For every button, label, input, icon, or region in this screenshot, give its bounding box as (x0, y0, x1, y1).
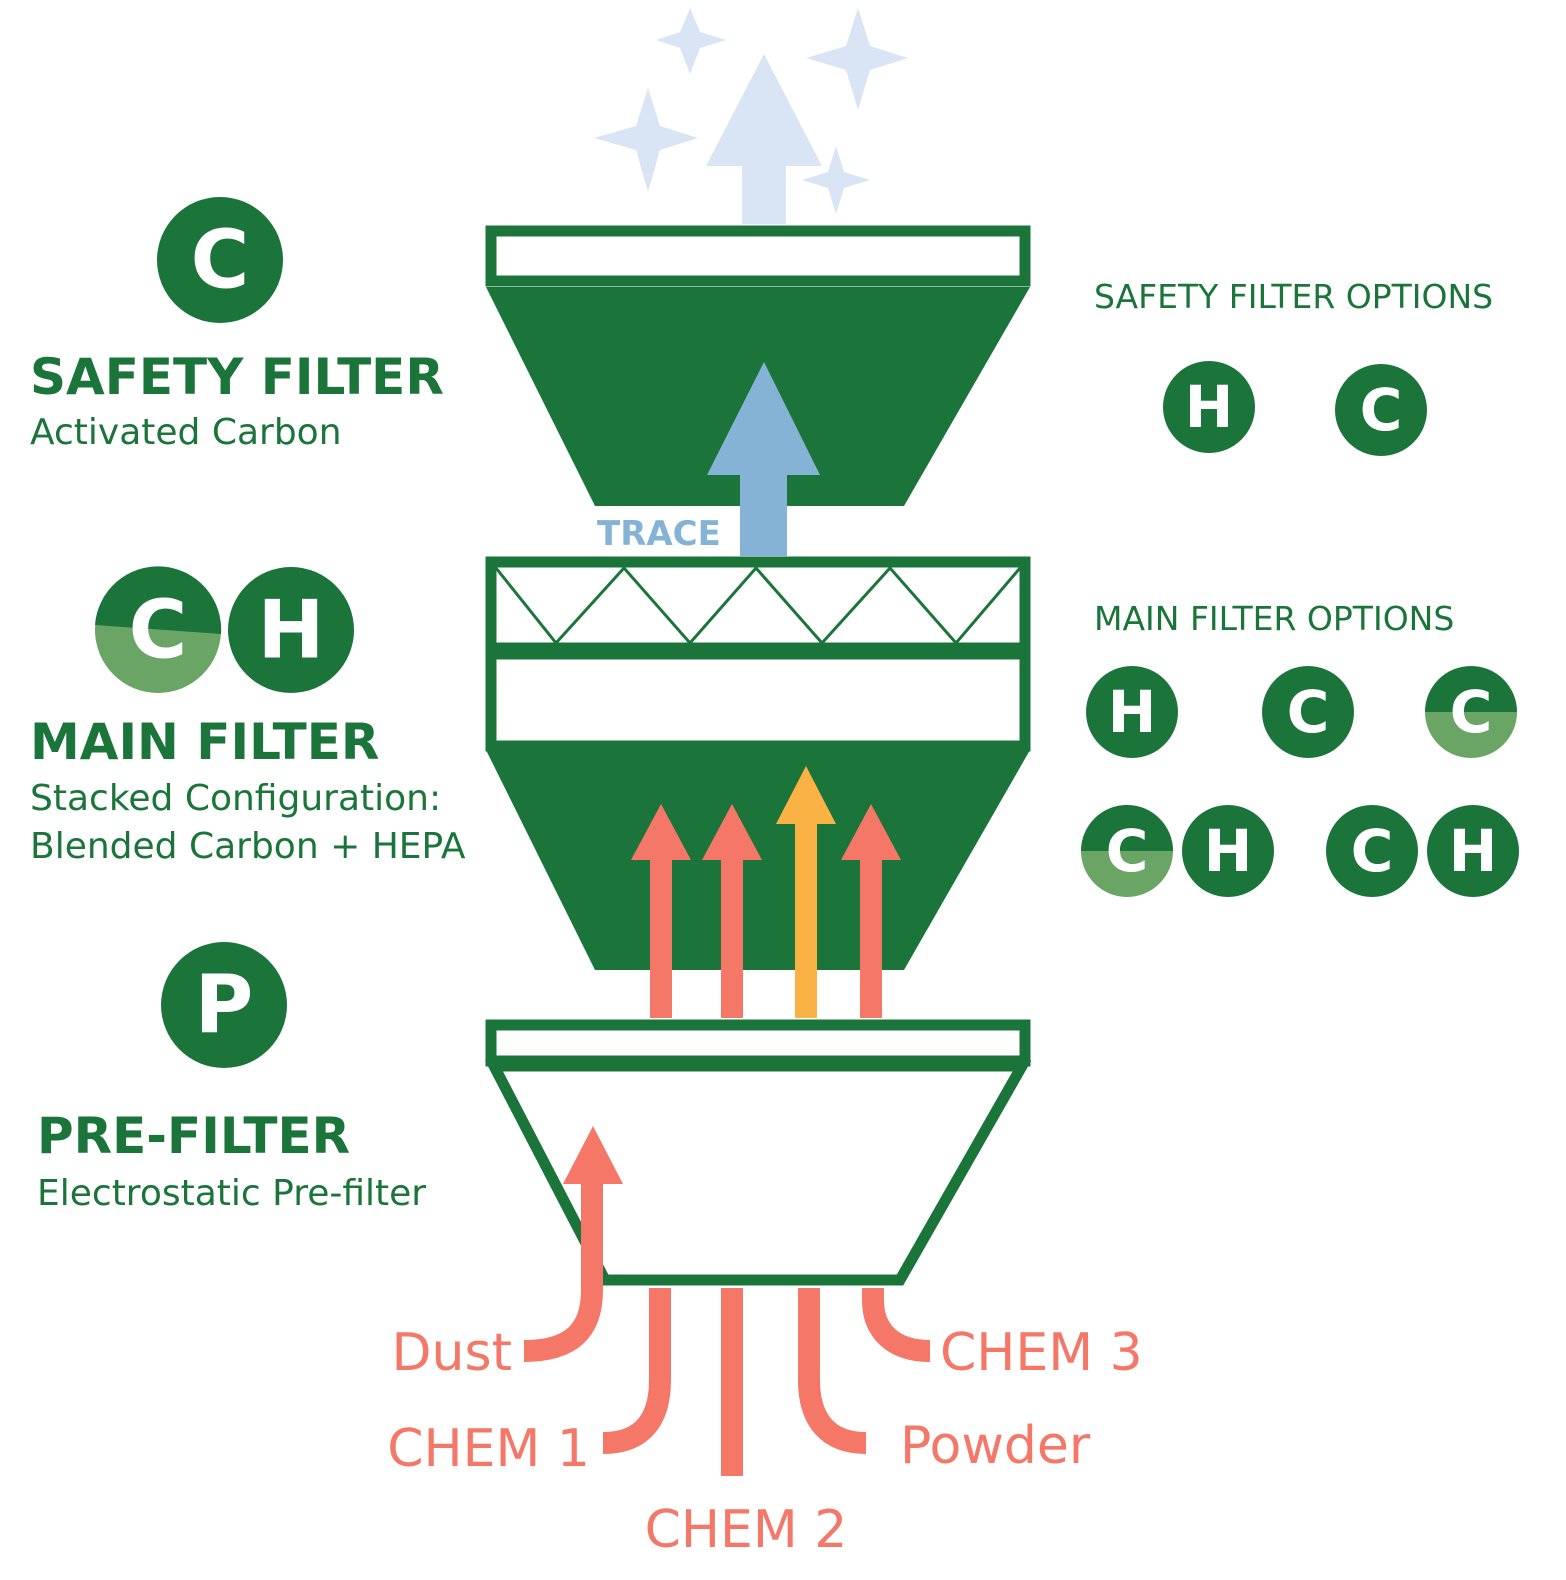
chem3-stream (862, 1288, 931, 1362)
safety-filter-badge: C (157, 197, 283, 323)
dust-stream (523, 1180, 603, 1362)
main-filter-housing (485, 556, 1031, 970)
pre-filter-top-frame (485, 1019, 1031, 1067)
trace-arrow (707, 362, 820, 556)
filter-badge-icon (1427, 805, 1519, 897)
filter-badge-icon (1326, 805, 1418, 897)
up-arrow-icon (631, 804, 691, 1018)
clean-air-sparkles (594, 8, 908, 224)
pre-filter-badge: P (161, 942, 287, 1068)
badge-letter: H (258, 584, 325, 677)
badge-letter: C (191, 214, 250, 307)
clean-air-arrow (706, 54, 822, 224)
badge-letter: C (1106, 817, 1149, 885)
badge-letter: H (1185, 373, 1234, 441)
filter-badge-icon (1163, 361, 1255, 453)
main-option-blended-plus-hepa: C H (1081, 805, 1274, 897)
up-arrow-icon (776, 766, 836, 1018)
main-option-blended-carbon: C (1425, 666, 1517, 758)
filter-badge-icon (1262, 666, 1354, 758)
powder-stream (798, 1288, 867, 1454)
badge-letter: C (1351, 817, 1394, 885)
powder-label: Powder (900, 1416, 1091, 1476)
filter-badge-icon (1086, 666, 1178, 758)
sparkle-icon (594, 88, 698, 192)
pre-filter-title: PRE-FILTER (37, 1107, 350, 1165)
safety-filter-housing (485, 225, 1031, 556)
hepa-badge: H (1427, 805, 1519, 897)
main-option-carbon: C (1262, 666, 1354, 758)
badge-letter: C (1287, 678, 1330, 746)
sparkle-icon (806, 8, 908, 110)
filter-badge-icon (161, 942, 287, 1068)
carbon-badge: C (1326, 805, 1418, 897)
filter-badge-icon (228, 567, 354, 693)
main-options-title: MAIN FILTER OPTIONS (1094, 599, 1454, 638)
chem1-stream (602, 1288, 671, 1454)
chem3-label: CHEM 3 (940, 1323, 1143, 1383)
badge-letter: H (1449, 817, 1498, 885)
hepa-badge: H (228, 567, 354, 693)
safety-option-h: H (1163, 361, 1255, 453)
trace-label: TRACE (597, 514, 721, 554)
main-filter-hepa-layer (485, 648, 1031, 752)
blended-carbon-badge: C (1081, 805, 1173, 897)
hepa-badge: H (1182, 805, 1274, 897)
main-option-carbon-plus-hepa: C H (1326, 805, 1519, 897)
badge-letter: C (1450, 678, 1493, 746)
chem1-label: CHEM 1 (387, 1419, 590, 1479)
contaminant-labels: Dust CHEM 1 CHEM 2 CHEM 3 Powder (387, 1323, 1143, 1560)
pre-filter-subtitle: Electrostatic Pre-filter (37, 1173, 426, 1214)
safety-filter-title: SAFETY FILTER (30, 348, 444, 406)
badge-top-half (95, 566, 222, 634)
filter-badge-icon (1182, 805, 1274, 897)
safety-filter-subtitle: Activated Carbon (30, 412, 342, 453)
chem2-label: CHEM 2 (645, 1500, 848, 1560)
dust-arrow-head (563, 1126, 623, 1184)
filtered-flow-arrows (631, 766, 901, 1018)
safety-filter-top-frame (485, 225, 1031, 287)
badge-letter: H (1204, 817, 1253, 885)
safety-option-c: C (1335, 364, 1427, 456)
contaminant-streams (523, 1180, 931, 1476)
badge-top-half (1425, 666, 1517, 712)
filter-badge-icon (157, 197, 283, 323)
main-filter-title: MAIN FILTER (30, 713, 379, 771)
filter-badge-icon (1335, 364, 1427, 456)
dust-label: Dust (392, 1323, 512, 1383)
badge-letter: C (129, 584, 188, 677)
up-arrow-icon (841, 804, 901, 1018)
sparkle-icon (802, 146, 870, 214)
blended-carbon-badge: C (95, 566, 222, 693)
sparkle-icon (656, 8, 726, 74)
badge-letter: P (195, 959, 254, 1052)
main-filter-subtitle-line1: Stacked Configuration: (30, 778, 441, 819)
safety-options-title: SAFETY FILTER OPTIONS (1094, 277, 1493, 316)
up-arrow-icon (702, 804, 762, 1018)
pre-filter-housing (484, 1019, 1032, 1286)
main-option-hepa: H (1086, 666, 1178, 758)
badge-letter: H (1108, 678, 1157, 746)
main-filter-badges: C H (95, 566, 354, 693)
badge-top-half (1081, 805, 1173, 851)
main-filter-subtitle-line2: Blended Carbon + HEPA (30, 826, 466, 867)
badge-letter: C (1360, 376, 1403, 444)
main-filter-pleated-layer (485, 556, 1031, 654)
pleat-zigzag (494, 565, 1022, 646)
pre-filter-body (484, 1060, 1032, 1286)
